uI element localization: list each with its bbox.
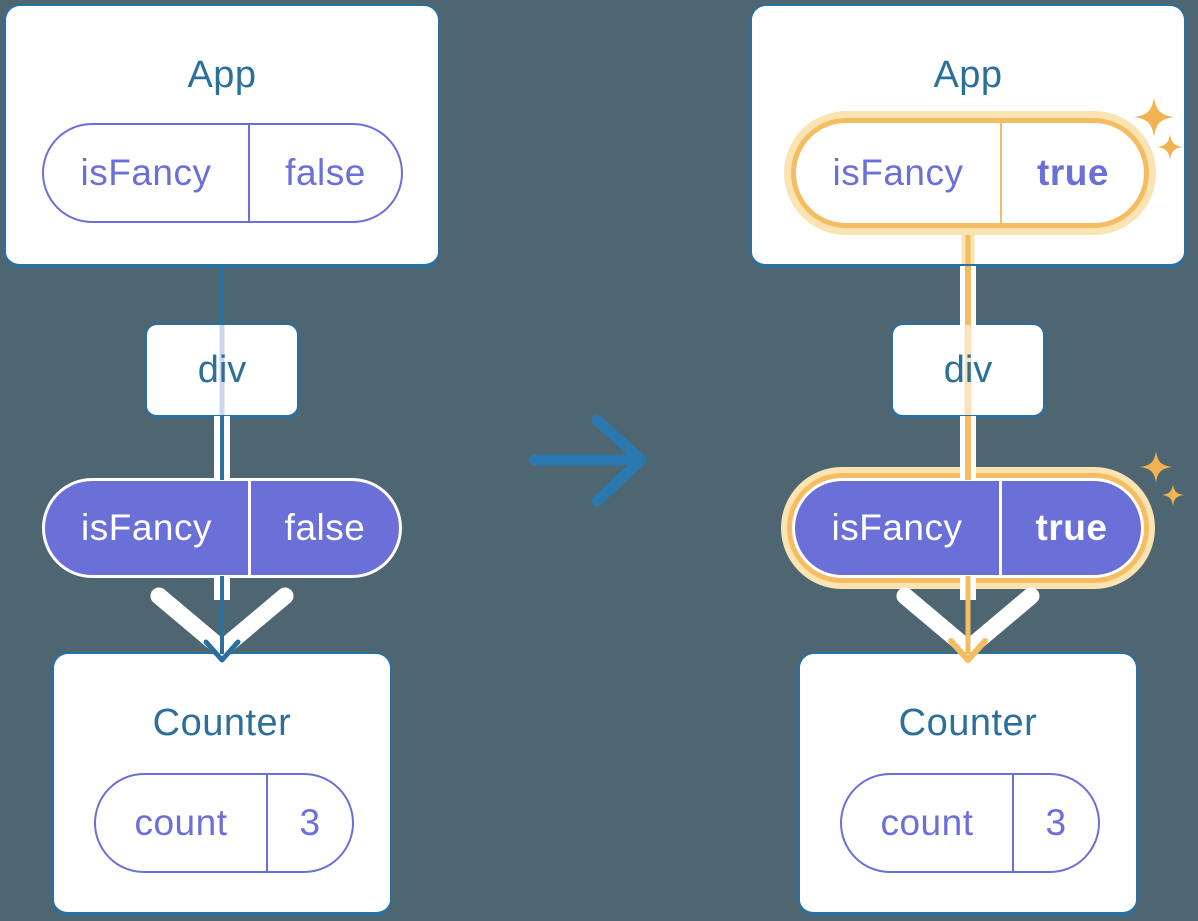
counter-card-before: Counter count 3 bbox=[52, 652, 392, 916]
state-key: count bbox=[96, 775, 268, 871]
component-title: div bbox=[943, 348, 993, 391]
component-title: Counter bbox=[898, 702, 1038, 744]
prop-pill-after-highlighted: isFancy true bbox=[792, 478, 1144, 578]
state-value: true bbox=[1037, 152, 1109, 193]
prop-key: isFancy bbox=[795, 481, 1002, 575]
counter-card-after: Counter count 3 bbox=[798, 652, 1138, 916]
state-key: isFancy bbox=[44, 125, 250, 221]
prop-value: true bbox=[1035, 507, 1108, 548]
state-value: false bbox=[285, 152, 366, 193]
state-key: isFancy bbox=[796, 123, 1002, 223]
state-pill: count 3 bbox=[840, 773, 1100, 873]
app-card-after: App isFancy true bbox=[750, 4, 1186, 268]
state-pill-highlighted: isFancy true bbox=[791, 118, 1149, 228]
component-title: div bbox=[197, 348, 247, 391]
state-pill: count 3 bbox=[94, 773, 354, 873]
prop-value: false bbox=[284, 507, 366, 548]
state-value: 3 bbox=[1045, 802, 1067, 843]
pass-through-line bbox=[219, 325, 225, 415]
arrow-before-prop-counter bbox=[150, 576, 294, 663]
state-pill: isFancy false bbox=[42, 123, 403, 223]
transition-arrow-icon bbox=[528, 414, 647, 507]
component-title: App bbox=[933, 54, 1003, 96]
component-title: App bbox=[187, 54, 257, 96]
arrow-after-prop-counter bbox=[896, 576, 1040, 663]
state-value: 3 bbox=[299, 802, 321, 843]
prop-key: isFancy bbox=[45, 481, 251, 575]
component-title: Counter bbox=[152, 702, 292, 744]
prop-pill-before: isFancy false bbox=[42, 478, 402, 578]
pass-through-line bbox=[964, 325, 972, 415]
state-key: count bbox=[842, 775, 1014, 871]
sparkles-icon-prop bbox=[1140, 451, 1184, 506]
div-card-after: div bbox=[891, 323, 1045, 418]
context-stem-line bbox=[961, 228, 975, 264]
div-card-before: div bbox=[145, 323, 299, 418]
app-card-before: App isFancy false bbox=[4, 4, 440, 268]
